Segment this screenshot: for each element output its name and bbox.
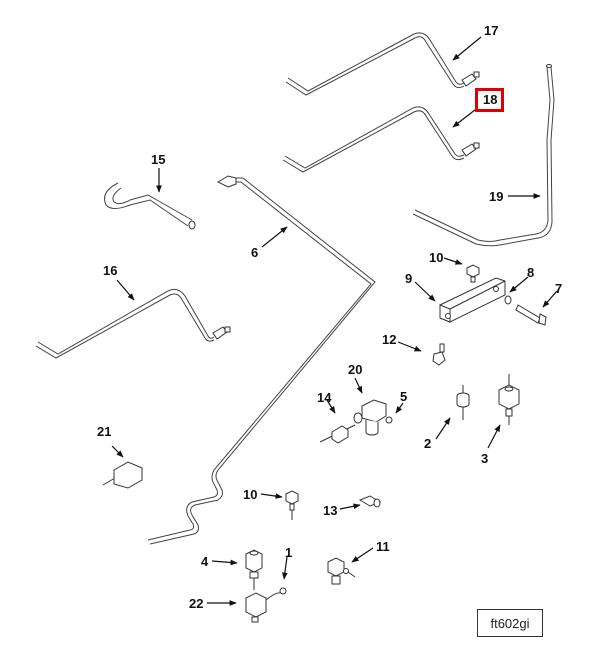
callout-1: 1: [285, 545, 293, 560]
fitting-3: [498, 374, 520, 425]
callout-16: 16: [103, 263, 118, 278]
bolt-7: [515, 304, 547, 326]
callout-22: 22: [189, 596, 204, 611]
callout-14: 14: [317, 390, 332, 405]
callout-18-highlighted[interactable]: 18: [475, 88, 505, 112]
nut-2: [456, 385, 470, 420]
fitting-14: [319, 424, 356, 444]
clip-13: [358, 495, 382, 508]
washer-8: [504, 295, 512, 305]
figure-id: ft602gi: [490, 615, 530, 631]
tube-17: [285, 32, 480, 96]
elbow-11: [327, 557, 356, 585]
callout-6: 6: [251, 245, 259, 260]
callout-15: 15: [151, 152, 166, 167]
leader-arrows: [111, 36, 558, 606]
plug-10-bottom: [285, 490, 299, 520]
hose-15: [104, 182, 196, 230]
callout-21: 21: [97, 424, 112, 439]
callout-19: 19: [489, 189, 504, 204]
callout-11: 11: [376, 539, 390, 554]
elbow-20: [353, 399, 387, 436]
callout-9: 9: [405, 271, 413, 286]
callout-4: 4: [201, 554, 209, 569]
elbow-12: [432, 343, 446, 366]
callout-3: 3: [481, 451, 489, 466]
nut-5: [385, 416, 393, 424]
callout-20: 20: [348, 362, 363, 377]
tube-18: [282, 106, 480, 173]
bracket-9: [439, 277, 506, 323]
callout-7: 7: [555, 281, 563, 296]
fitting-4: [245, 549, 263, 590]
tee-22: [245, 587, 287, 623]
figure-id-box: ft602gi: [477, 609, 543, 637]
callout-17: 17: [484, 23, 499, 38]
callout-13: 13: [323, 503, 338, 518]
callout-2: 2: [424, 436, 432, 451]
callout-5: 5: [400, 389, 408, 404]
tube-19: [412, 64, 555, 247]
callout-12: 12: [382, 332, 397, 347]
callout-10-bottom: 10: [243, 487, 258, 502]
plug-10-top: [466, 264, 480, 283]
tube-6: [147, 175, 376, 545]
fitting-21: [102, 461, 143, 489]
tube-16: [35, 288, 231, 359]
callout-10-top: 10: [429, 250, 444, 265]
callout-8: 8: [527, 265, 535, 280]
